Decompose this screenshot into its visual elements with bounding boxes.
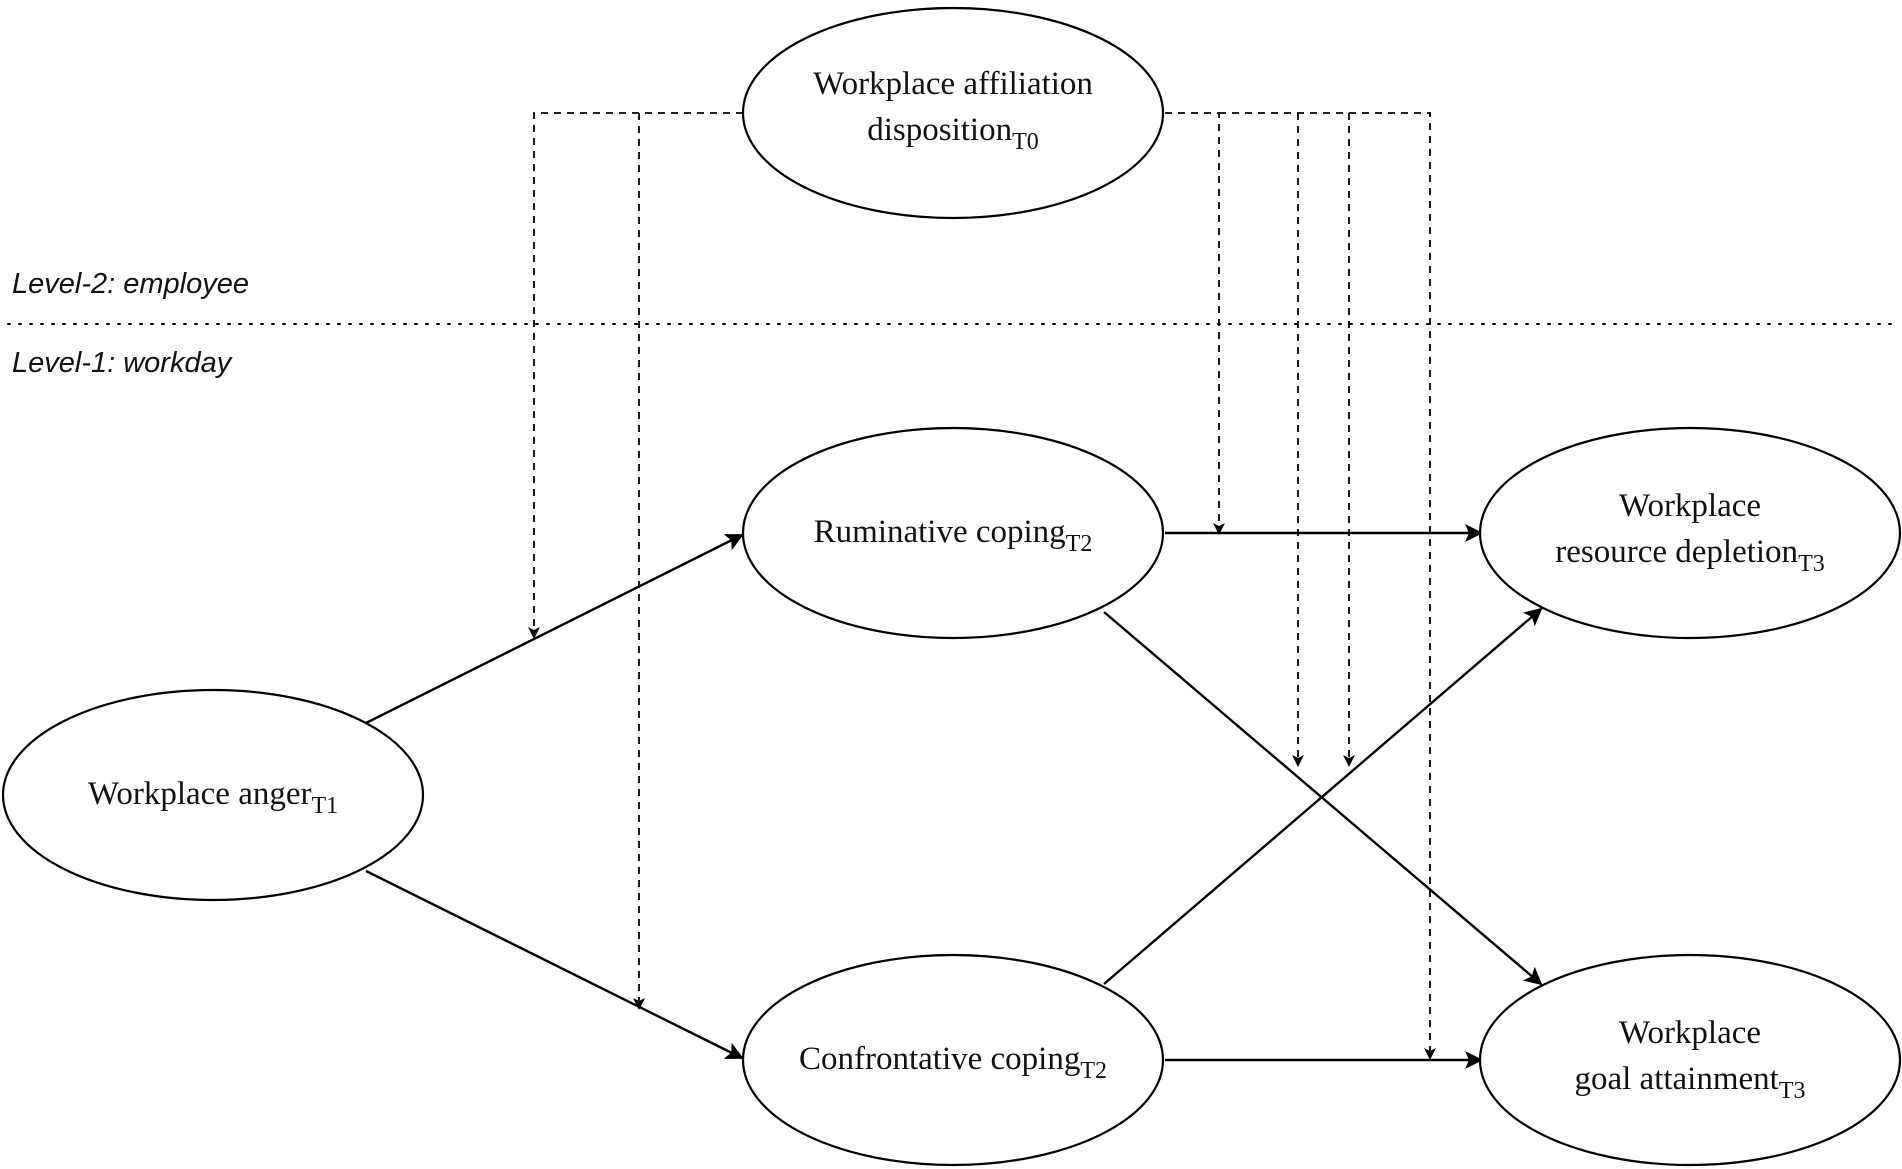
moderation-path-confrontative-goal xyxy=(1219,112,1436,1060)
affiliation-label-line1: Workplace affiliation xyxy=(813,66,1093,102)
moderation-path-anger-ruminative xyxy=(528,112,743,639)
confrontative-label: Confrontative copingT2 xyxy=(799,1041,1107,1084)
goal-label-line2: goal attainmentT3 xyxy=(1574,1061,1805,1104)
moderation-path-ruminative-depletion xyxy=(1165,112,1225,535)
node-ruminative-coping: Ruminative copingT2 xyxy=(741,426,1165,640)
path-anger-confrontative xyxy=(365,869,744,1060)
moderation-paths xyxy=(528,112,1436,1060)
level-2-label: Level-2: employee xyxy=(12,268,249,300)
ruminative-label: Ruminative copingT2 xyxy=(814,514,1093,557)
node-goal-attainment: Workplace goal attainmentT3 xyxy=(1478,953,1902,1167)
depletion-label-line1: Workplace xyxy=(1619,488,1761,524)
node-resource-depletion: Workplace resource depletionT3 xyxy=(1478,426,1902,640)
anger-label: Workplace angerT1 xyxy=(88,776,338,819)
level-1-label: Level-1: workday xyxy=(12,347,233,379)
path-anger-ruminative xyxy=(365,533,744,725)
path-confrontative-depletion xyxy=(1103,607,1543,985)
goal-label-line1: Workplace xyxy=(1619,1015,1761,1051)
affiliation-label-line2: dispositionT0 xyxy=(867,112,1039,155)
node-affiliation-disposition: Workplace affiliation dispositionT0 xyxy=(741,6,1165,220)
structural-paths xyxy=(365,524,1543,1069)
depletion-label-line2: resource depletionT3 xyxy=(1555,534,1824,577)
node-confrontative-coping: Confrontative copingT2 xyxy=(741,953,1165,1167)
node-workplace-anger: Workplace angerT1 xyxy=(1,688,425,902)
